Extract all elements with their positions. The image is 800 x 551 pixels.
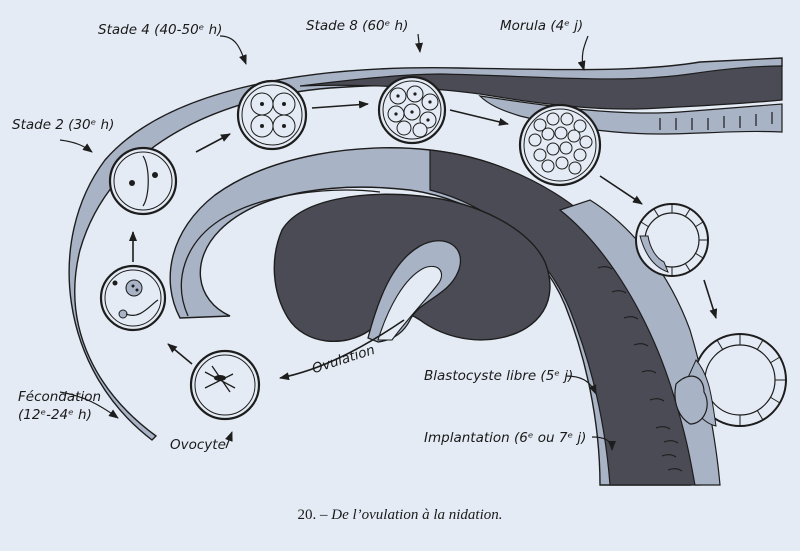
label-morula: Morula (4ᵉ j) — [500, 18, 584, 34]
caption-number: 20. – — [297, 507, 328, 523]
morula-cell — [518, 103, 602, 187]
label-blastocyste: Blastocyste libre (5ᵉ j) — [424, 368, 574, 384]
label-stade4: Stade 4 (40-50ᵉ h) — [98, 22, 223, 38]
stage-arrows — [129, 100, 718, 365]
stade2-cell — [108, 146, 178, 216]
implantation-bud — [674, 375, 708, 425]
label-fecondation-time: (12ᵉ-24ᵉ h) — [18, 407, 92, 423]
label-implantation: Implantation (6ᵉ ou 7ᵉ j) — [424, 430, 587, 446]
ovary-inner — [377, 266, 442, 341]
stade8-cell — [377, 75, 447, 145]
tube-upper-light — [478, 95, 783, 135]
tube-upper-band — [299, 65, 783, 110]
leader-lines — [59, 33, 616, 451]
blastocyst-implanting — [685, 333, 787, 427]
fecondation-cell — [99, 264, 167, 332]
figure-caption: 20. – De l’ovulation à la nidation. — [0, 507, 800, 524]
ovulation-arrow — [279, 319, 405, 381]
stade4-cell — [236, 79, 308, 151]
label-ovocyte: Ovocyte — [170, 437, 226, 453]
ovocyte-cell — [189, 349, 261, 421]
tube-fold — [180, 189, 381, 317]
upper-villi — [659, 112, 773, 130]
label-stade8: Stade 8 (60ᵉ h) — [306, 18, 409, 34]
caption-text: De l’ovulation à la nidation. — [331, 507, 503, 523]
label-stade2: Stade 2 (30ᵉ h) — [12, 117, 115, 133]
uterine-villi — [597, 266, 683, 472]
blastocyst-early — [635, 203, 709, 277]
label-fecondation: Fécondation — [18, 389, 102, 405]
